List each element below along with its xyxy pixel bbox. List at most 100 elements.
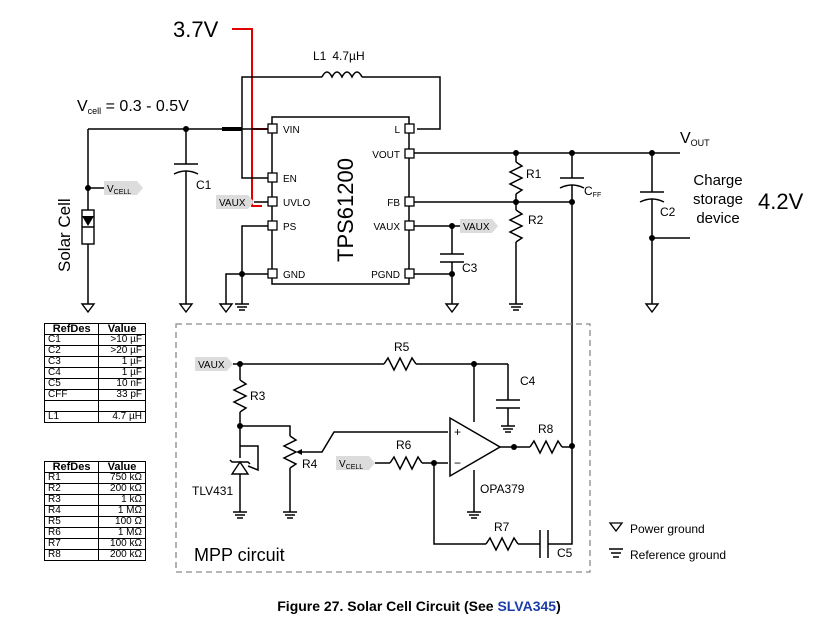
- svg-text:VIN: VIN: [283, 125, 300, 136]
- resistor-r7: [485, 536, 519, 552]
- resistor-r8: [529, 439, 563, 455]
- opamp-plus: +: [454, 425, 461, 439]
- svg-text:UVLO: UVLO: [283, 198, 310, 209]
- resistor-r5: [383, 356, 417, 372]
- c3-label: C3: [462, 261, 478, 275]
- refdes-cell: C1: [43, 334, 100, 346]
- table-row: [43, 400, 146, 412]
- table-row: C1>10 µF: [43, 334, 146, 346]
- c5-label: C5: [557, 546, 573, 560]
- svg-text:storage: storage: [693, 191, 743, 208]
- refdes-cell: R2: [43, 483, 100, 495]
- power-ground-icon: [608, 522, 624, 533]
- value-cell: 1 µF: [98, 356, 146, 368]
- refdes-cell: C3: [43, 356, 100, 368]
- refdes-cell: C5: [43, 378, 100, 390]
- r4-label: R4: [302, 457, 318, 471]
- refdes-cell: R8: [43, 549, 100, 561]
- r6-label: R6: [396, 438, 412, 452]
- svg-text:L: L: [394, 125, 400, 136]
- r8-label: R8: [538, 422, 554, 436]
- inductor-l1: [321, 71, 363, 79]
- value-cell: 4.7 µH: [98, 411, 146, 423]
- value-cell: 1 kΩ: [98, 494, 146, 506]
- tlv431-label: TLV431: [192, 484, 233, 498]
- reference-ground-icon: [609, 548, 623, 558]
- vin-voltage-annotation: 3.7V: [173, 17, 219, 42]
- tlv431-shunt: [230, 460, 250, 475]
- refdes-cell: R3: [43, 494, 100, 506]
- resistor-r6: [389, 455, 423, 471]
- value-cell: >10 µF: [98, 334, 146, 346]
- svg-text:PGND: PGND: [371, 270, 400, 281]
- value-cell: 100 kΩ: [98, 538, 146, 550]
- refdes-cell: C2: [43, 345, 100, 357]
- r7-label: R7: [494, 520, 510, 534]
- r1-label: R1: [526, 167, 542, 181]
- refdes-cell: C4: [43, 367, 100, 379]
- r2-label: R2: [528, 213, 544, 227]
- c4-label: C4: [520, 374, 536, 388]
- ic-tps61200: [271, 116, 410, 285]
- red-annotation-line: [232, 28, 262, 207]
- refdes-cell: L1: [43, 411, 100, 423]
- value-cell: 100 Ω: [98, 516, 146, 528]
- value-cell: [98, 400, 146, 412]
- refdes-cell: R7: [43, 538, 100, 550]
- mpp-circuit-box: [175, 323, 591, 573]
- refdes-cell: [43, 400, 100, 412]
- cff-label: CFF: [584, 184, 601, 199]
- refdes-cell: CFF: [43, 389, 100, 401]
- vcell-tag-mpp: VCELL: [339, 459, 363, 471]
- opamp-minus: −: [454, 456, 461, 470]
- resistor-r2: [508, 209, 524, 243]
- svg-text:EN: EN: [283, 174, 297, 185]
- svg-text:VOUT: VOUT: [372, 150, 400, 161]
- svg-text:device: device: [696, 210, 739, 227]
- svg-text:Charge: Charge: [693, 172, 742, 189]
- legend-power-ground: Power ground: [630, 522, 705, 536]
- slva345-link[interactable]: SLVA345: [497, 598, 557, 614]
- refdes-cell: R6: [43, 527, 100, 539]
- vcell-tag-left: VCELL: [107, 184, 131, 196]
- svg-text:GND: GND: [283, 270, 305, 281]
- solar-cell-label: Solar Cell: [55, 198, 74, 272]
- vaux-tag-mpp: VAUX: [198, 360, 225, 371]
- value-cell: 1 MΩ: [98, 505, 146, 517]
- refdes-cell: R1: [43, 472, 100, 484]
- refdes-cell: R5: [43, 516, 100, 528]
- vout-voltage-annotation: 4.2V: [758, 189, 804, 214]
- legend-reference-ground: Reference ground: [630, 548, 726, 562]
- vaux-tag-right: VAUX: [463, 222, 490, 233]
- mpp-title: MPP circuit: [194, 545, 285, 565]
- value-cell: 33 pF: [98, 389, 146, 401]
- vcell-label: Vcell = 0.3 - 0.5V: [77, 98, 189, 116]
- ic-name: TPS61200: [333, 158, 358, 262]
- r3-label: R3: [250, 389, 266, 403]
- svg-text:VAUX: VAUX: [374, 222, 401, 233]
- ic-pin-labels: VIN EN UVLO PS GND L VOUT FB VAUX PGND: [283, 125, 400, 281]
- refdes-cell: R4: [43, 505, 100, 517]
- c2-label: C2: [660, 205, 676, 219]
- vaux-tag-uvlo: VAUX: [219, 198, 246, 209]
- resistor-r1: [508, 161, 524, 195]
- c1-label: C1: [196, 178, 212, 192]
- value-cell: 10 nF: [98, 378, 146, 390]
- value-cell: 750 kΩ: [98, 472, 146, 484]
- storage-device-label: Charge storage device: [693, 172, 743, 227]
- r5-label: R5: [394, 340, 410, 354]
